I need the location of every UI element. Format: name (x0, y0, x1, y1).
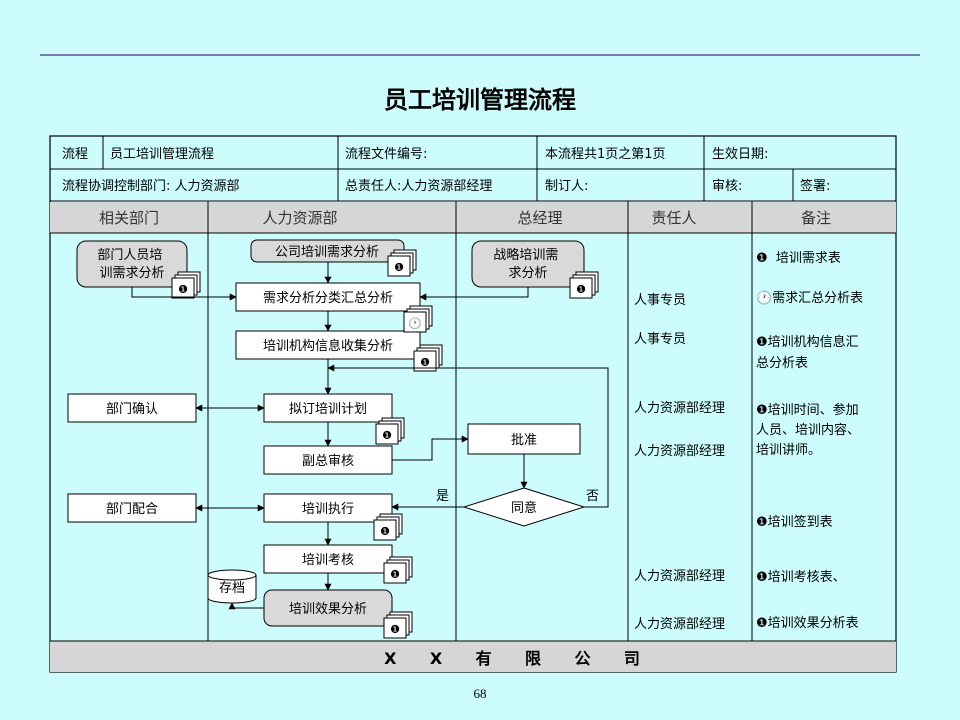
column-header-row (50, 202, 896, 233)
node-approve (467, 423, 581, 455)
svg-text:🕐: 🕐 (408, 317, 422, 330)
note-4-line2: 人员、培训内容、 (756, 422, 860, 438)
note-3: ❶培训机构信息汇 总分析表 (756, 334, 863, 371)
note-7: ❶培训效果分析表 (756, 615, 859, 631)
node-assess (263, 544, 393, 574)
node-execute-label: 培训执行 (302, 501, 354, 517)
node-strategy-line1: 战略培训需 (493, 247, 558, 263)
note-4-line1: ❶培训时间、参加 (756, 402, 859, 418)
node-company-need-label: 公司培训需求分析 (275, 244, 379, 260)
footer-row (50, 641, 896, 672)
svg-text:部门人员培 训需求分析: 部门人员培 训需求分析 (97, 247, 166, 281)
doc-icon-group: ❶ ❶ ❶ 🕐 ❶ ❶ (171, 249, 599, 639)
document-icon: ❶ (383, 611, 413, 639)
arrow-vp-approve (392, 435, 469, 461)
document-icon: ❶ (413, 344, 443, 372)
node-agree-diamond (462, 487, 586, 527)
header-review: 审核: (712, 179, 742, 194)
arrow-agree-no-loop (327, 364, 609, 508)
responsible-6: 人力资源部经理 (634, 617, 725, 632)
note-5: ❶培训签到表 (756, 514, 833, 530)
col-responsible: 责任人 (651, 209, 696, 227)
svg-text:战略培训需 求分析: 战略培训需 求分析 (493, 247, 562, 281)
header-page-info: 本流程共1页之第1页 (545, 147, 666, 162)
arrow-strategy-summary (419, 287, 529, 301)
svg-text:❶: ❶ (178, 283, 188, 296)
node-summary (235, 282, 421, 312)
responsible-2: 人事专员 (634, 332, 686, 347)
note-4-line3: 培训讲师。 (756, 442, 821, 458)
document-icon: ❶ (569, 271, 599, 299)
svg-text:❶: ❶ (380, 525, 390, 538)
header-effective-date: 生效日期: (712, 147, 768, 162)
svg-text:❶: ❶ (390, 623, 400, 636)
edge-label-no: 否 (586, 489, 599, 504)
header-maker: 制订人: (545, 179, 588, 194)
node-effect-label: 培训效果分析 (289, 601, 367, 617)
node-vp-review-label: 副总审核 (302, 454, 354, 469)
header-flow-name: 员工培训管理流程 (110, 146, 214, 162)
node-assess-label: 培训考核 (302, 552, 354, 568)
node-dept-confirm-label: 部门确认 (106, 402, 158, 417)
footer-company: X X 有 限 公 司 (384, 649, 640, 668)
responsible-3: 人力资源部经理 (634, 401, 725, 416)
top-rule (40, 54, 920, 56)
svg-text:❶: ❶ (394, 261, 404, 274)
col-gm: 总经理 (517, 209, 562, 227)
header-sign: 签署: (800, 178, 830, 194)
col-hr: 人力资源部 (262, 209, 337, 227)
document-icon: ❶ (383, 556, 413, 584)
document-icon: ❶ (373, 513, 403, 541)
node-archive-label: 存档 (219, 581, 245, 596)
node-summary-label: 需求分析分类汇总分析 (263, 291, 393, 306)
node-org-info-label: 培训机构信息收集分析 (263, 338, 393, 354)
node-dept-need-line2: 训需求分析 (99, 266, 164, 281)
svg-text:❶: ❶ (390, 568, 400, 581)
node-agree-label: 同意 (511, 500, 537, 516)
note-3-line2: 总分析表 (756, 356, 808, 371)
node-dept-coop (67, 493, 197, 523)
col-related-dept: 相关部门 (99, 209, 159, 227)
page-number: 68 (473, 686, 487, 701)
arrow-effect-archive (228, 602, 264, 610)
node-dept-coop-label: 部门配合 (106, 502, 158, 517)
node-plan-label: 拟订培训计划 (289, 401, 367, 417)
node-dept-confirm (67, 393, 197, 423)
header-owner: 总责任人:人力资源部经理 (345, 179, 492, 194)
header-coord-dept: 流程协调控制部门: 人力资源部 (62, 179, 240, 194)
clock-document-icon: 🕐 (403, 305, 433, 333)
col-notes: 备注 (801, 209, 831, 227)
node-dept-need-line1: 部门人员培 (97, 247, 162, 263)
document-icon: ❶ (387, 249, 417, 277)
responsible-1: 人事专员 (634, 293, 686, 308)
note-4: ❶培训时间、参加 人员、培训内容、 培训讲师。 (756, 402, 864, 458)
node-strategy-line2: 求分析 (508, 266, 547, 281)
note-3-line1: ❶培训机构信息汇 (756, 334, 859, 350)
note-1: ❶ 培训需求表 (756, 250, 841, 266)
document-icon: ❶ (171, 271, 201, 299)
note-2: 🕐需求汇总分析表 (756, 290, 863, 306)
header-doc-no: 流程文件编号: (345, 147, 427, 162)
node-plan (263, 393, 393, 423)
edge-label-yes: 是 (436, 489, 449, 504)
document-icon: ❶ (375, 417, 405, 445)
header-flow-label: 流程 (62, 147, 88, 162)
node-archive-cylinder (207, 569, 257, 604)
node-approve-label: 批准 (511, 433, 537, 448)
responsible-4: 人力资源部经理 (634, 444, 725, 459)
arrow-deptneed-summary (131, 287, 237, 301)
responsible-5: 人力资源部经理 (634, 569, 725, 584)
svg-text:❶: ❶ (420, 356, 430, 369)
svg-text:❶: ❶ (382, 429, 392, 442)
note-6: ❶培训考核表、 (756, 569, 846, 585)
page-title: 员工培训管理流程 (384, 86, 576, 114)
svg-text:❶: ❶ (576, 283, 586, 296)
